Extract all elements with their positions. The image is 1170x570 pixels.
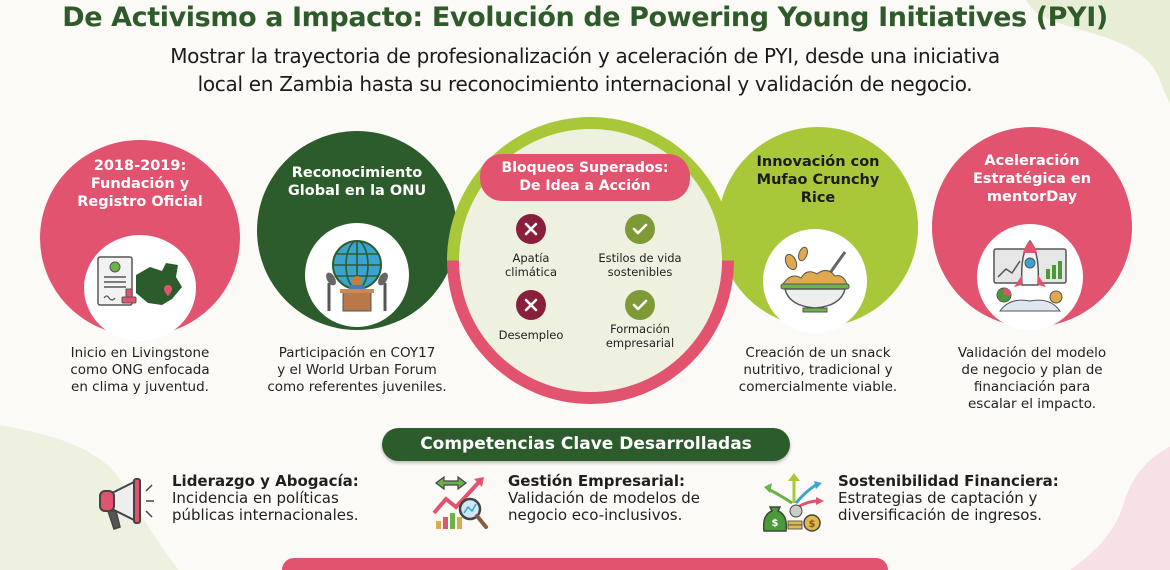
subtitle-line-2: local en Zambia hasta su reconocimiento … [197, 72, 973, 96]
milestone-description: Creación de un snack nutritivo, tradicio… [738, 345, 898, 395]
growth-chart-magnifier-icon [432, 475, 488, 529]
milestone-heading: Aceleración Estratégica en mentorDay [972, 153, 1092, 205]
blockers-title: Bloqueos Superados: De Idea a Acción [480, 154, 690, 201]
rocket-launch-dashboard-icon [977, 224, 1083, 330]
milestone-mentorday-acceleration: Aceleración Estratégica en mentorDay [932, 127, 1132, 330]
milestone-description: Inicio en Livingstone como ONG enfocada … [70, 345, 210, 395]
snack-bowl-fork-icon [763, 229, 867, 333]
achievement-label: Estilos de vida sostenibles [598, 251, 682, 279]
svg-text:$: $ [772, 518, 779, 529]
milestone-description: Validación del modelo de negocio y plan … [957, 345, 1107, 412]
document-stamp-zambia-map-icon [84, 235, 196, 341]
blocker-label: Apatía climática [504, 251, 558, 279]
competencies-title: Competencias Clave Desarrolladas [382, 428, 790, 461]
globe-podium-microphones-icon [305, 223, 409, 327]
milestone-heading: 2018-2019: Fundación y Registro Oficial [77, 158, 203, 210]
decorative-blob-bottom-left [0, 425, 179, 570]
decorative-blob-bottom-right [1069, 446, 1170, 570]
achievement-label: Formación empresarial [605, 322, 675, 350]
milestone-heading: Innovación con Mufao Crunchy Rice [756, 154, 880, 206]
cross-icon [516, 290, 546, 320]
milestone-description: Participación en COY17 y el World Urban … [267, 345, 447, 395]
decorative-blob-top-right [1026, 0, 1170, 103]
bottom-banner [282, 558, 888, 570]
milestone-un-recognition: Reconocimiento Global en la ONU [257, 131, 457, 330]
page-title: De Activismo a Impacto: Evolución de Pow… [62, 2, 1108, 33]
megaphone-icon [99, 478, 154, 530]
page-subtitle: Mostrar la trayectoria de profesionaliza… [60, 42, 1110, 98]
blocker-label: Desempleo [498, 328, 564, 342]
competency-leadership: Liderazgo y Abogacía: Incidencia en polí… [94, 473, 359, 533]
milestone-foundation: 2018-2019: Fundación y Registro Oficial [40, 140, 240, 341]
check-icon [625, 214, 655, 244]
money-bag-diversification-icon: $ $ [762, 473, 824, 532]
check-icon [625, 290, 655, 320]
competency-financial-sustainability: $ $ Sostenibilidad Financiera: Estrategi… [760, 473, 1059, 533]
competency-business-management: Gestión Empresarial: Validación de model… [430, 473, 700, 533]
milestone-mufao-crunchy-rice: Innovación con Mufao Crunchy Rice [718, 127, 918, 333]
milestone-heading: Reconocimiento Global en la ONU [287, 165, 427, 199]
svg-text:$: $ [809, 519, 816, 530]
subtitle-line-1: Mostrar la trayectoria de profesionaliza… [170, 44, 1000, 68]
cross-icon [516, 214, 546, 244]
